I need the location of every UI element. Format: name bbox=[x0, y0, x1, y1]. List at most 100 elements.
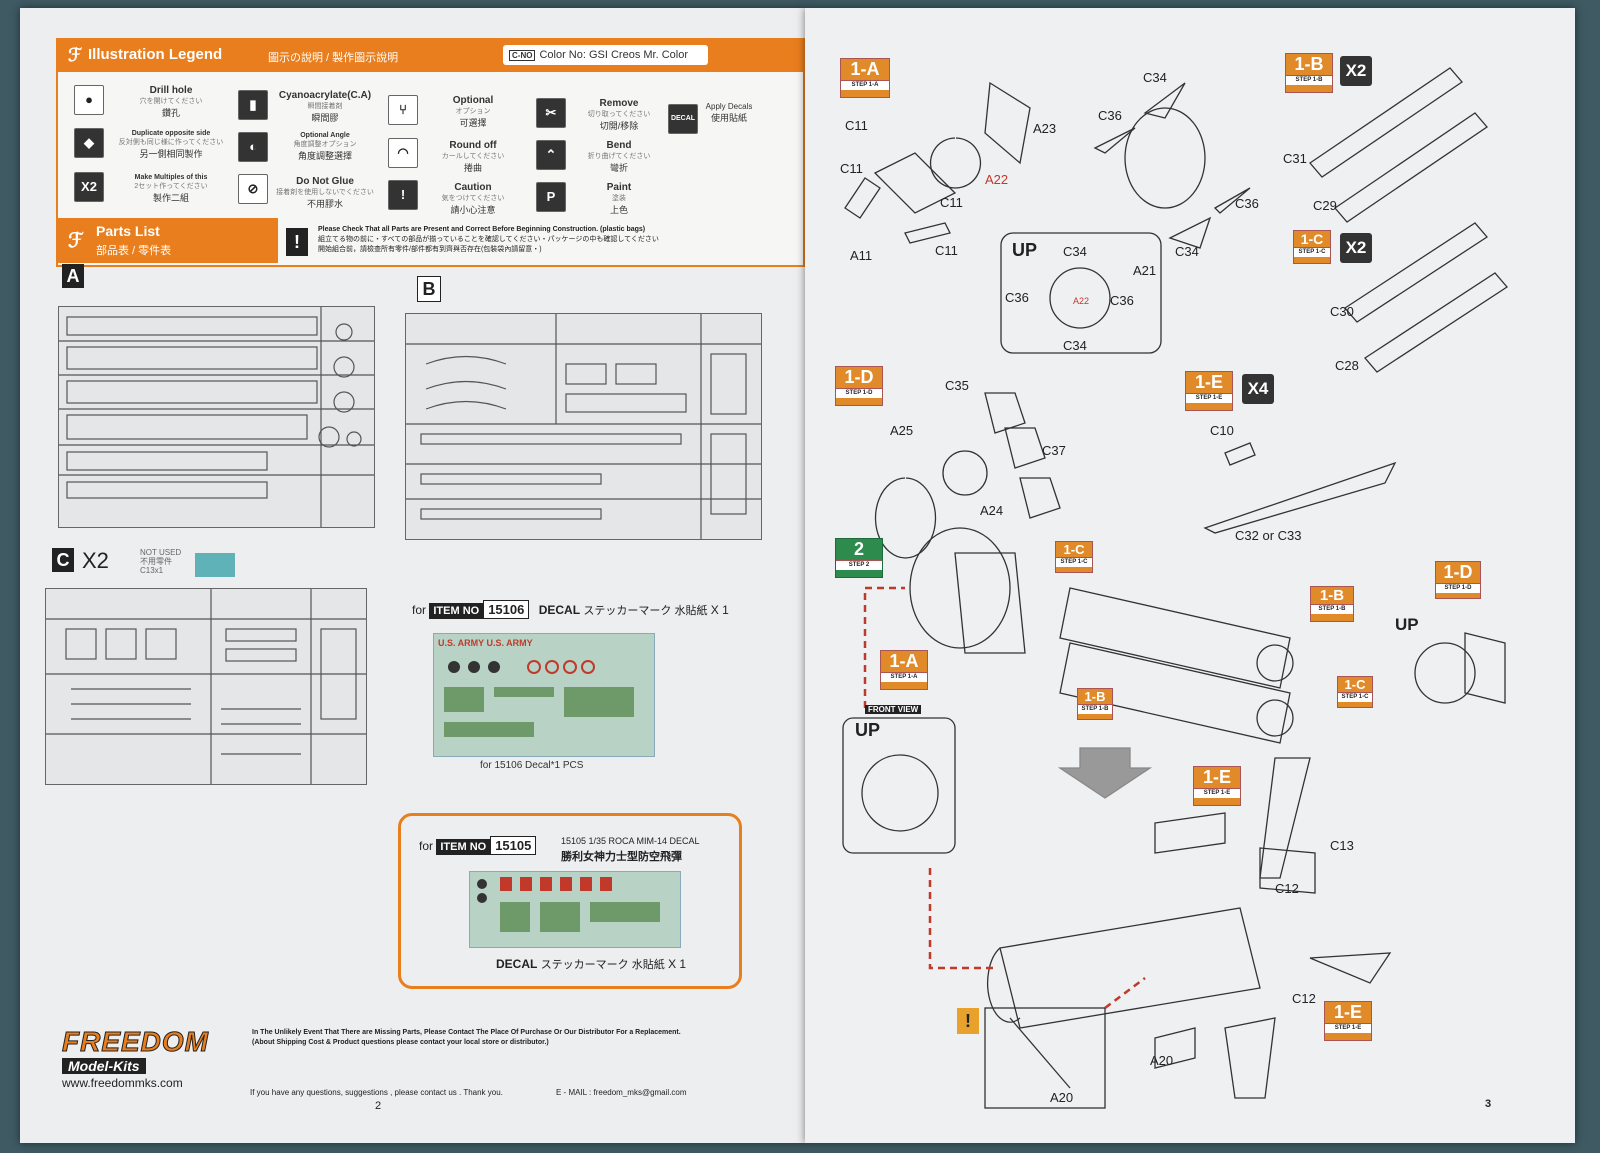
sprue-a-drawing bbox=[59, 307, 374, 527]
item-number: 15105 bbox=[490, 836, 537, 855]
step-label: 1-D bbox=[844, 367, 874, 387]
legend-item-zh: 使用貼紙 bbox=[710, 113, 747, 123]
legend-item-ca: Cyanoacrylate(C.A)瞬間接着剤瞬間膠 bbox=[270, 90, 380, 124]
legend-item-title: Paint bbox=[606, 182, 632, 193]
decal-sheet-text: U.S. ARMY U.S. ARMY bbox=[438, 638, 533, 648]
part-label-a25: A25 bbox=[890, 423, 914, 438]
part-label-a21: A21 bbox=[1133, 263, 1157, 278]
not-used-part: C13x1 bbox=[140, 566, 164, 575]
notice-en: Please Check That all Parts are Present … bbox=[318, 226, 646, 233]
no-glue-icon: ⊘ bbox=[238, 174, 268, 204]
step-label: 1-E bbox=[1194, 372, 1223, 392]
legend-item-title: Optional bbox=[452, 95, 494, 106]
color-no-label: Color No: GSI Creos Mr. Color bbox=[539, 49, 688, 61]
legend-item-sub: オプション bbox=[455, 108, 491, 115]
part-label-a11: A11 bbox=[850, 248, 873, 263]
legend-item-zh: 上色 bbox=[609, 205, 628, 215]
step-sub: STEP 1-E bbox=[1186, 393, 1232, 403]
legend-item-sub: 反対側も同じ様に作ってください bbox=[118, 139, 224, 146]
round-off-icon: ◠ bbox=[388, 138, 418, 168]
decal-15105-title: 15105 1/35 ROCA MIM-14 DECAL bbox=[561, 836, 700, 846]
sprue-c-drawing bbox=[46, 589, 366, 784]
step-sub: STEP 1-E bbox=[1325, 1023, 1371, 1033]
brand-logo: FREEDOM Model-Kits www.freedommks.com bbox=[62, 1026, 242, 1091]
notice-ja: 組立てる物の前に・すべての部品が揃っていることを確認してください・パッケージの中… bbox=[318, 236, 659, 243]
part-label-c10: C10 bbox=[1210, 423, 1234, 438]
part-label-c11: C11 bbox=[935, 243, 958, 258]
part-label-c36: C36 bbox=[1098, 108, 1122, 123]
decal-sheet-15106: U.S. ARMY U.S. ARMY bbox=[433, 633, 655, 757]
step-label: 1-E bbox=[1333, 1002, 1362, 1022]
step-sub: STEP 1-B bbox=[1078, 704, 1112, 714]
legend-item-title: Optional Angle bbox=[300, 132, 350, 139]
part-label-c34: C34 bbox=[1143, 70, 1167, 85]
decal-for: for bbox=[419, 839, 434, 853]
step-sub: STEP 1-C bbox=[1338, 692, 1372, 702]
page-left: ℱ Illustration Legend 圖示の說明 / 製作圖示說明 C-N… bbox=[20, 8, 805, 1143]
step-sub: STEP 1-C bbox=[1294, 247, 1330, 257]
part-label-c12: C12 bbox=[1292, 991, 1316, 1006]
bend-icon: ⌃ bbox=[536, 140, 566, 170]
part-label-c35: C35 bbox=[945, 378, 969, 393]
parts-notice: Please Check That all Parts are Present … bbox=[318, 225, 788, 255]
legend-item-zh: 製作二組 bbox=[152, 193, 189, 203]
legend-item-zh: 彎折 bbox=[609, 163, 628, 173]
legend-item-zh: 捲曲 bbox=[463, 163, 482, 173]
glue-icon: ▮ bbox=[238, 90, 268, 120]
decal-label: DECAL bbox=[538, 603, 581, 617]
decal-sheet-marks bbox=[477, 877, 660, 932]
legend-item-title: Bend bbox=[606, 140, 632, 151]
sprue-b-drawing bbox=[406, 314, 761, 539]
step-1e-multiplier: X4 bbox=[1242, 374, 1274, 404]
part-label-c36: C36 bbox=[1110, 293, 1134, 308]
up-label: UP bbox=[855, 720, 881, 740]
sprue-a-label: A bbox=[62, 264, 84, 288]
item-no-tag: ITEM NO bbox=[429, 603, 484, 619]
footer-email: E - MAIL : freedom_mks@gmail.com bbox=[556, 1088, 687, 1097]
legend-item-title: Duplicate opposite side bbox=[131, 130, 211, 137]
legend-item-title: Make Multiples of this bbox=[134, 174, 208, 181]
legend-item-optional: Optional オプション可選擇 bbox=[418, 95, 528, 129]
not-used-label: NOT USED bbox=[140, 548, 182, 557]
part-label-c34: C34 bbox=[1175, 244, 1199, 259]
step-sub: STEP 1-D bbox=[836, 388, 882, 398]
step-label: 1-B bbox=[1294, 54, 1324, 74]
page-number-left: 2 bbox=[375, 1100, 382, 1112]
parts-list-title: Parts List bbox=[96, 223, 160, 239]
legend-item-sub: 角度調整オプション bbox=[293, 141, 357, 148]
step-label: 1-C bbox=[1344, 677, 1366, 692]
part-label-c37: C37 bbox=[1042, 443, 1066, 458]
legend-item-zh: 可選擇 bbox=[459, 118, 487, 128]
duplicate-icon: ◆ bbox=[74, 128, 104, 158]
part-label-a23: A23 bbox=[1033, 121, 1057, 136]
legend-item-sub: 気をつけてください bbox=[441, 195, 505, 202]
legend-title: Illustration Legend bbox=[88, 46, 223, 63]
step-label: 1-B bbox=[1319, 587, 1345, 604]
part-label-a22: A22 bbox=[1073, 296, 1090, 306]
legend-item-sub: 切り取ってください bbox=[587, 111, 651, 118]
sprue-a bbox=[58, 306, 375, 528]
legend-item-zh: 不用膠水 bbox=[306, 199, 343, 209]
page-number-right: 3 bbox=[1485, 1098, 1492, 1110]
legend-item-title: Cyanoacrylate(C.A) bbox=[278, 90, 372, 101]
part-label-c12: C12 bbox=[1275, 881, 1299, 896]
part-label-a22: A22 bbox=[985, 172, 1009, 187]
part-label-c34: C34 bbox=[1063, 244, 1087, 259]
brand-f-icon: ℱ bbox=[68, 45, 83, 65]
parts-list-header: ℱ Parts List 部品表 / 零件表 bbox=[58, 218, 278, 263]
not-used-part-swatch bbox=[195, 553, 235, 577]
brand-website: www.freedommks.com bbox=[62, 1076, 183, 1090]
